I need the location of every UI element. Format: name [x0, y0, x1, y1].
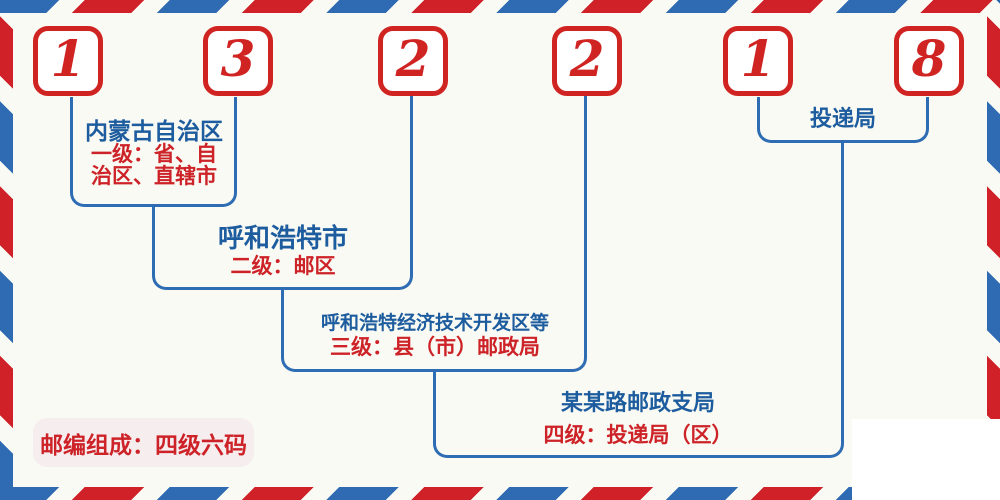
level-1-label: 内蒙古自治区 一级：省、自 治区、直辖市	[85, 118, 223, 188]
delivery-office-text: 投递局	[809, 106, 877, 131]
digit-box-5: 1	[723, 26, 793, 96]
level-2-desc: 二级：邮区	[230, 255, 336, 278]
digit-3: 2	[395, 28, 431, 88]
delivery-office-label: 投递局	[810, 107, 876, 131]
digit-box-6: 8	[894, 26, 964, 96]
level-1-place: 内蒙古自治区	[85, 118, 223, 144]
connector-digit-4-line	[584, 95, 587, 292]
airmail-stripe-top	[0, 0, 1000, 13]
digit-box-3: 2	[378, 26, 448, 96]
level-4-label: 某某路邮政支局 四级：投递局（区）	[544, 390, 733, 447]
digit-box-4: 2	[552, 26, 622, 96]
digit-4: 2	[569, 28, 605, 88]
digit-5: 1	[740, 28, 776, 88]
digit-2: 3	[220, 28, 256, 88]
level-3-place: 呼和浩特经济技术开发区等	[320, 313, 550, 334]
digit-6: 8	[911, 28, 947, 88]
level-1-desc-line-2: 治区、直辖市	[91, 165, 217, 188]
bottom-right-white-patch	[852, 419, 1000, 500]
level-4-desc: 四级：投递局（区）	[543, 424, 733, 447]
digit-box-2: 3	[203, 26, 273, 96]
bracket-level-3	[281, 290, 587, 372]
airmail-stripe-left	[0, 0, 13, 500]
airmail-stripe-bottom	[0, 487, 1000, 500]
connector-delivery-line	[841, 141, 844, 374]
level-2-label: 呼和浩特市 二级：邮区	[218, 224, 348, 278]
connector-digit-3-line	[410, 95, 413, 207]
level-3-desc: 三级：县（市）邮政局	[329, 336, 540, 359]
level-1-desc-line-1: 一级：省、自	[91, 143, 217, 166]
level-4-place: 某某路邮政支局	[560, 390, 715, 415]
bracket-level-4	[433, 372, 844, 458]
digit-1: 1	[50, 28, 86, 88]
bracket-level-2	[152, 205, 413, 290]
level-3-label: 呼和浩特经济技术开发区等 三级：县（市）邮政局	[321, 312, 549, 359]
postal-code-composition-badge: 邮编组成：四级六码	[33, 418, 254, 467]
badge-text: 邮编组成：四级六码	[40, 431, 247, 458]
digit-box-1: 1	[33, 26, 103, 96]
airmail-stripe-right	[987, 0, 1000, 500]
level-2-place: 呼和浩特市	[217, 223, 349, 253]
